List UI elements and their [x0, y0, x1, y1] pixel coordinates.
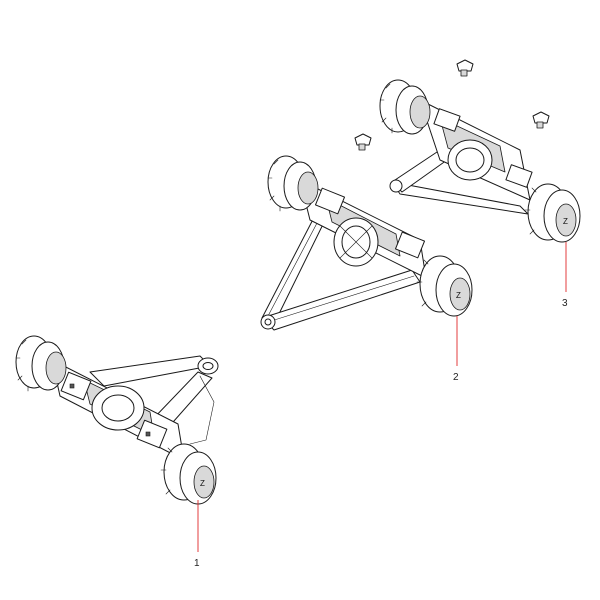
wheel-hub	[379, 79, 431, 135]
svg-text:Z: Z	[456, 291, 461, 300]
callout-label: 2	[453, 372, 459, 383]
wheel-hub: Z	[160, 443, 217, 505]
wheel-hub	[15, 335, 67, 392]
fitting-bolt	[456, 59, 474, 77]
fitting-bolt	[532, 111, 550, 129]
callout-label: 3	[562, 298, 568, 309]
wheel-hub: Z	[524, 183, 581, 243]
wheel-hub: Z	[416, 255, 473, 317]
callout-2: 2	[453, 316, 459, 383]
axle-assembly-2: Z	[260, 155, 473, 331]
axle-assembly-1: Z	[15, 335, 219, 505]
wheel-hub	[267, 155, 319, 212]
callout-3: 3	[562, 242, 568, 309]
svg-text:Z: Z	[563, 217, 568, 226]
callout-label: 1	[194, 558, 200, 569]
fitting-bolt	[354, 133, 372, 151]
axle-assembly-3: Z	[354, 59, 581, 243]
svg-text:Z: Z	[200, 479, 205, 488]
callout-1: 1	[194, 500, 200, 569]
